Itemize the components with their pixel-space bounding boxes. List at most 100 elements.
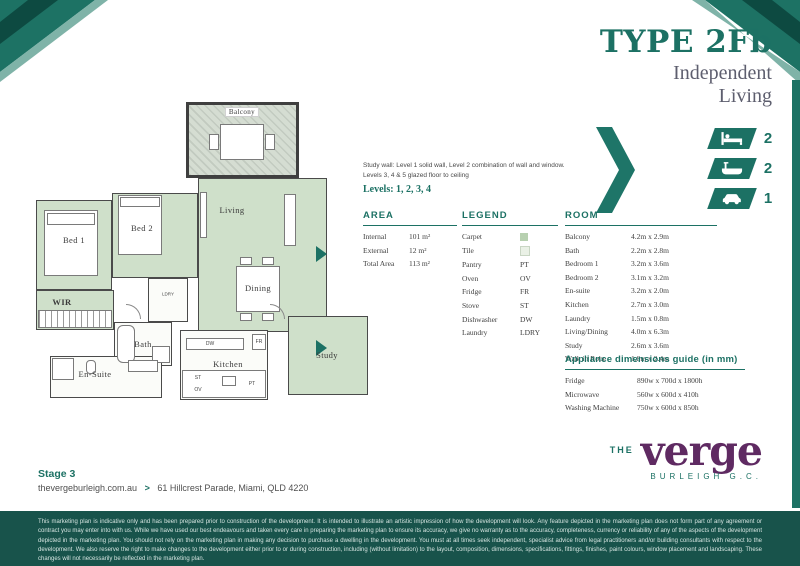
bath-tub: [117, 325, 135, 363]
room-row-value: 2.6m x 3.6m: [631, 340, 669, 350]
ensuite-vanity: [128, 360, 158, 372]
room-heading: ROOM: [565, 210, 717, 226]
room-panel: ROOM Balcony 4.2m x 2.9m Bath 2.2m x 2.8…: [565, 210, 717, 368]
legend-heading: LEGEND: [462, 210, 558, 226]
baths-badge: 2: [707, 158, 774, 179]
area-row: Internal 101 m²: [363, 232, 457, 241]
tag-pt: PT: [248, 381, 256, 387]
area-row-value: 101 m²: [409, 232, 431, 241]
legend-row-code: ST: [520, 300, 529, 310]
balcony-chair-right: [265, 134, 275, 150]
room-row-value: 3.1m x 3.2m: [631, 272, 669, 282]
car-icon: [721, 191, 743, 206]
dining-table: [236, 266, 280, 312]
fridge-box: [252, 334, 266, 350]
room-row-value: 4.0m x 6.3m: [631, 327, 669, 337]
bath-icon: [721, 161, 743, 176]
room-row: Bedroom 1 3.2m x 3.6m: [565, 259, 717, 268]
ribbon-top-left-light: [0, 0, 108, 82]
room-row: Laundry 1.5m x 0.8m: [565, 314, 717, 323]
appliance-row: Microwave 560w x 600d x 410h: [565, 390, 745, 399]
entry-marker-lower: [316, 340, 327, 356]
ensuite-toilet: [86, 360, 96, 374]
cars-badge: 1: [707, 188, 774, 209]
room-row-label: Bedroom 2: [565, 272, 599, 282]
label-kitchen: Kitchen: [213, 359, 243, 369]
address-line: thevergeburleigh.com.au > 61 Hillcrest P…: [38, 483, 308, 493]
appliance-row-label: Fridge: [565, 376, 585, 385]
legend-row-label: Stove: [462, 300, 480, 310]
ribbon-top-left-dark: [0, 0, 58, 44]
bed1-pillow: [47, 213, 95, 225]
unit-stats: 2 2 1: [707, 128, 774, 209]
legend-row-label: Fridge: [462, 287, 482, 297]
legend-row-label: Pantry: [462, 260, 482, 270]
area-row-label: External: [363, 245, 389, 255]
appliance-panel: Appliance dimensions guide (in mm) Fridg…: [565, 354, 745, 417]
logo-location: BURLEIGH G.C.: [650, 471, 762, 481]
legend-row-label: Oven: [462, 273, 479, 283]
website-text: thevergeburleigh.com.au: [38, 483, 138, 493]
appliance-row-label: Washing Machine: [565, 403, 620, 413]
study-wall-note-line2: Levels 3, 4 & 5 glazed floor to ceiling: [363, 172, 469, 180]
kitchen-island: [186, 338, 244, 350]
legend-row-label: Dishwasher: [462, 314, 498, 324]
room-row: Walk in Robe 1.8m x 2.4m: [565, 354, 717, 363]
sofa: [284, 194, 296, 246]
tag-st: ST: [194, 375, 202, 381]
label-living: Living: [219, 205, 245, 215]
room-row-value: 4.2m x 2.9m: [631, 232, 669, 241]
balcony-table: [220, 124, 264, 160]
room-row-value: 1.8m x 2.4m: [631, 354, 669, 364]
room-row-label: Balcony: [565, 232, 590, 241]
floor-plan: Balcony Living Dining Bed 1 Bed 2 WIR Ba…: [30, 98, 375, 410]
appliance-row-value: 560w x 600d x 410h: [637, 389, 699, 399]
dining-chair-2: [262, 257, 274, 265]
subtitle-line-1: Independent: [673, 62, 772, 84]
room-row-label: En-suite: [565, 286, 590, 296]
appliance-row: Washing Machine 750w x 600d x 850h: [565, 403, 745, 412]
area-row: Total Area 113 m²: [363, 259, 457, 268]
room-row-value: 2.2m x 2.8m: [631, 245, 669, 255]
baths-flag: [707, 158, 757, 179]
disclaimer-bar: This marketing plan is indicative only a…: [0, 511, 800, 566]
room-row-value: 1.5m x 0.8m: [631, 313, 669, 323]
room-row-label: Kitchen: [565, 299, 589, 309]
legend-row: Tile: [462, 245, 558, 256]
label-bed1: Bed 1: [62, 235, 86, 245]
study-wall-note: Study wall: Level 1 solid wall, Level 2 …: [363, 161, 615, 181]
appliance-row-value: 890w x 700d x 1800h: [637, 376, 703, 385]
appliance-row-value: 750w x 600d x 850h: [637, 403, 699, 413]
label-bed2: Bed 2: [130, 223, 154, 233]
page-subtitle: Independent Living: [673, 62, 772, 108]
area-row-label: Total Area: [363, 259, 395, 269]
room-row-label: Living/Dining: [565, 327, 608, 337]
room-row-label: Bath: [565, 245, 580, 255]
room-row-label: Laundry: [565, 313, 591, 323]
legend-row-label: Carpet: [462, 232, 482, 241]
tag-ov: OV: [194, 387, 202, 393]
appliance-row: Fridge 890w x 700d x 1800h: [565, 376, 745, 385]
legend-row-code: FR: [520, 287, 530, 297]
appliance-row-label: Microwave: [565, 389, 600, 399]
logo-wordmark-row: THE verge: [610, 431, 763, 472]
room-row: Balcony 4.2m x 2.9m: [565, 232, 717, 241]
bed-icon: [721, 131, 743, 146]
area-heading: AREA: [363, 210, 457, 226]
cars-count: 1: [763, 190, 773, 207]
legend-row: Fridge FR: [462, 287, 558, 296]
room-row: Kitchen 2.7m x 3.0m: [565, 300, 717, 309]
right-edge-bar: [792, 80, 800, 508]
carpet-swatch: [520, 232, 528, 241]
legend-row-code: DW: [520, 314, 533, 324]
label-balcony: Balcony: [224, 107, 260, 117]
legend-row-label: Laundry: [462, 328, 488, 338]
ensuite-shower: [52, 358, 74, 380]
beds-badge: 2: [707, 128, 774, 149]
dining-chair-1: [240, 257, 252, 265]
address-separator: >: [144, 483, 150, 493]
area-panel: AREA Internal 101 m² External 12 m² Tota…: [363, 210, 457, 273]
label-dining: Dining: [244, 283, 272, 293]
kitchen-sink: [222, 376, 236, 386]
